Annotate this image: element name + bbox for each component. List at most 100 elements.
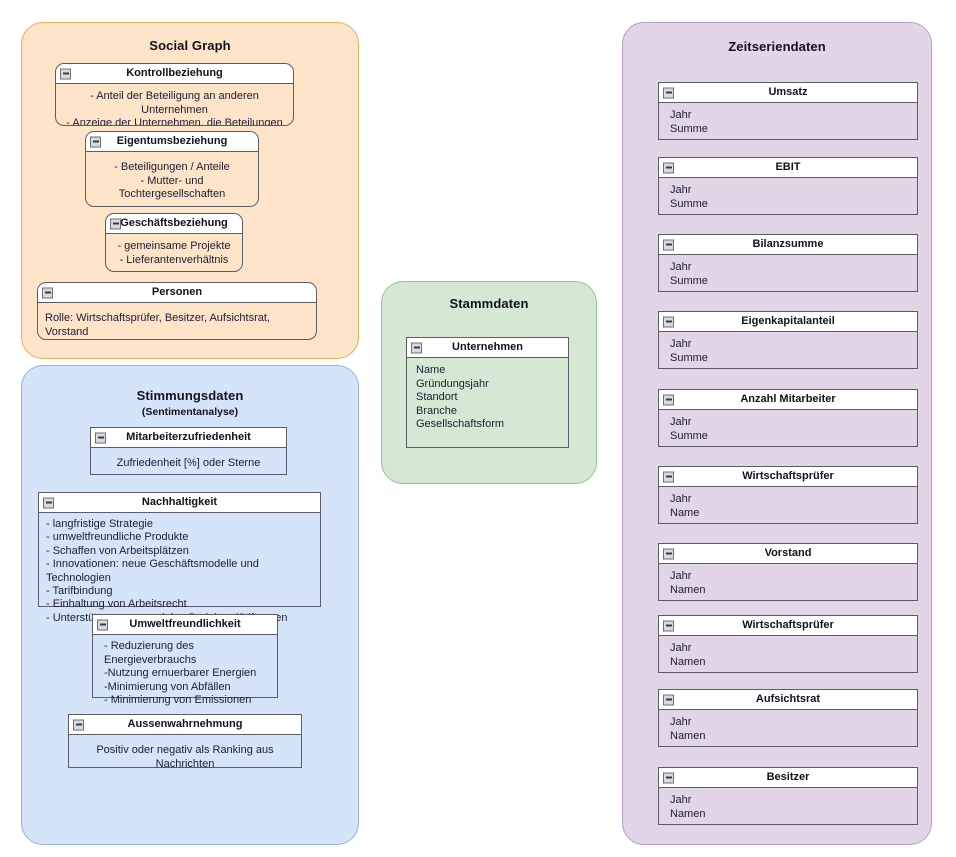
entity-header[interactable]: Eigentumsbeziehung [86,132,258,152]
entity-header[interactable]: Personen [38,283,316,303]
entity-body: Jahr Summe [670,184,708,210]
entity-box-personen[interactable]: Personen Rolle: Wirtschaftsprüfer, Besit… [37,282,317,340]
collapse-icon[interactable] [110,218,121,229]
entity-header[interactable]: Aufsichtsrat [659,690,917,710]
entity-body: - Reduzierung des Energieverbrauchs -Nut… [104,640,257,707]
collapse-icon[interactable] [663,772,674,783]
entity-header[interactable]: Wirtschaftsprüfer [659,616,917,636]
group-subtitle-stimmungsdaten: (Sentimentanalyse) [141,406,239,418]
entity-title: Bilanzsumme [752,238,824,250]
entity-box-anzahl-mitarbeiter[interactable]: Anzahl Mitarbeiter Jahr Summe [658,389,918,447]
entity-title: Aufsichtsrat [755,693,821,705]
entity-box-mitarbeiterzufriedenheit[interactable]: Mitarbeiterzufriedenheit Zufriedenheit [… [90,427,287,475]
entity-header[interactable]: Vorstand [659,544,917,564]
collapse-icon[interactable] [663,548,674,559]
entity-title: Aussenwahrnehmung [127,718,243,730]
entity-header[interactable]: EBIT [659,158,917,178]
entity-title: Besitzer [766,771,810,783]
entity-body: - Anteil der Beteiligung an anderen Unte… [66,90,283,126]
entity-title: Anzahl Mitarbeiter [740,393,836,405]
group-title-social-graph: Social Graph [149,38,231,53]
entity-header[interactable]: Nachhaltigkeit [39,493,320,513]
entity-box-nachhaltigkeit[interactable]: Nachhaltigkeit - langfristige Strategie … [38,492,321,624]
entity-box-vorstand[interactable]: Vorstand Jahr Namen [658,543,918,601]
entity-title: Vorstand [764,547,812,559]
collapse-icon[interactable] [90,136,101,147]
entity-box-umweltfreundlichkeit[interactable]: Umweltfreundlichkeit - Reduzierung des E… [92,614,278,706]
collapse-icon[interactable] [663,162,674,173]
entity-header[interactable]: Eigenkapitalanteil [659,312,917,332]
entity-title: Personen [151,286,203,298]
group-stammdaten[interactable]: Stammdaten [381,281,597,484]
entity-header[interactable]: Bilanzsumme [659,235,917,255]
collapse-icon[interactable] [663,316,674,327]
collapse-icon[interactable] [663,694,674,705]
entity-body: - gemeinsame Projekte - Lieferantenverhä… [117,240,231,266]
entity-header[interactable]: Besitzer [659,768,917,788]
entity-title: Umweltfreundlichkeit [129,618,241,630]
collapse-icon[interactable] [663,471,674,482]
entity-body: Jahr Namen [670,570,706,596]
entity-box-ebit[interactable]: EBIT Jahr Summe [658,157,918,215]
entity-header[interactable]: Umweltfreundlichkeit [93,615,277,635]
entity-box-wirtschaftspruefer-1[interactable]: Wirtschaftsprüfer Jahr Name [658,466,918,524]
entity-header[interactable]: Geschäftsbeziehung [106,214,242,234]
entity-title: Umsatz [768,86,808,98]
entity-title: Unternehmen [452,341,523,353]
entity-box-kontrollbeziehung[interactable]: Kontrollbeziehung - Anteil der Beteiligu… [55,63,294,126]
collapse-icon[interactable] [663,239,674,250]
entity-body: Positiv oder negativ als Ranking aus Nac… [96,744,274,770]
entity-title: Nachhaltigkeit [141,496,218,508]
entity-body: Jahr Name [670,493,700,519]
collapse-icon[interactable] [97,619,108,630]
entity-box-aussenwahrnehmung[interactable]: Aussenwahrnehmung Positiv oder negativ a… [68,714,302,770]
entity-body: Name Gründungsjahr Standort Branche Gese… [416,364,505,431]
entity-title: Mitarbeiterzufriedenheit [126,431,251,443]
entity-header[interactable]: Unternehmen [407,338,568,358]
entity-header[interactable]: Mitarbeiterzufriedenheit [91,428,286,448]
entity-body: Rolle: Wirtschaftsprüfer, Besitzer, Aufs… [45,312,270,338]
collapse-icon[interactable] [73,719,84,730]
collapse-icon[interactable] [663,394,674,405]
entity-header[interactable]: Aussenwahrnehmung [69,715,301,735]
entity-header[interactable]: Umsatz [659,83,917,103]
collapse-icon[interactable] [411,342,422,353]
entity-title: Wirtschaftsprüfer [742,619,834,631]
entity-box-wirtschaftspruefer-2[interactable]: Wirtschaftsprüfer Jahr Namen [658,615,918,673]
entity-header[interactable]: Anzahl Mitarbeiter [659,390,917,410]
collapse-icon[interactable] [663,87,674,98]
collapse-icon[interactable] [42,287,53,298]
group-title-stammdaten: Stammdaten [449,296,529,311]
entity-body: - langfristige Strategie - umweltfreundl… [46,518,288,624]
entity-header[interactable]: Kontrollbeziehung [56,64,293,84]
entity-header[interactable]: Wirtschaftsprüfer [659,467,917,487]
entity-title: Eigenkapitalanteil [741,315,835,327]
entity-title: EBIT [775,161,801,173]
entity-box-bilanzsumme[interactable]: Bilanzsumme Jahr Summe [658,234,918,292]
entity-body: - Beteiligungen / Anteile - Mutter- und … [114,161,230,201]
entity-box-besitzer[interactable]: Besitzer Jahr Namen [658,767,918,825]
entity-box-geschaeftsbeziehung[interactable]: Geschäftsbeziehung - gemeinsame Projekte… [105,213,243,272]
group-title-zeitseriendaten: Zeitseriendaten [728,39,826,54]
entity-box-unternehmen[interactable]: Unternehmen Name Gründungsjahr Standort … [406,337,569,448]
entity-body: Zufriedenheit [%] oder Sterne [116,457,261,469]
group-title-stimmungsdaten: Stimmungsdaten [136,388,244,403]
group-stimmungsdaten[interactable]: Stimmungsdaten (Sentimentanalyse) [21,365,359,845]
entity-box-umsatz[interactable]: Umsatz Jahr Summe [658,82,918,140]
entity-box-eigenkapitalanteil[interactable]: Eigenkapitalanteil Jahr Summe [658,311,918,369]
entity-title: Kontrollbeziehung [126,67,223,79]
entity-title: Wirtschaftsprüfer [742,470,834,482]
entity-body: Jahr Summe [670,416,708,442]
collapse-icon[interactable] [60,68,71,79]
entity-body: Jahr Summe [670,261,708,287]
collapse-icon[interactable] [43,497,54,508]
entity-body: Jahr Namen [670,716,706,742]
entity-body: Jahr Namen [670,794,706,820]
collapse-icon[interactable] [95,432,106,443]
entity-body: Jahr Namen [670,642,706,668]
entity-box-eigentumsbeziehung[interactable]: Eigentumsbeziehung - Beteiligungen / Ant… [85,131,259,207]
entity-title: Geschäftsbeziehung [120,217,228,229]
entity-box-aufsichtsrat[interactable]: Aufsichtsrat Jahr Namen [658,689,918,747]
entity-title: Eigentumsbeziehung [116,135,228,147]
collapse-icon[interactable] [663,620,674,631]
